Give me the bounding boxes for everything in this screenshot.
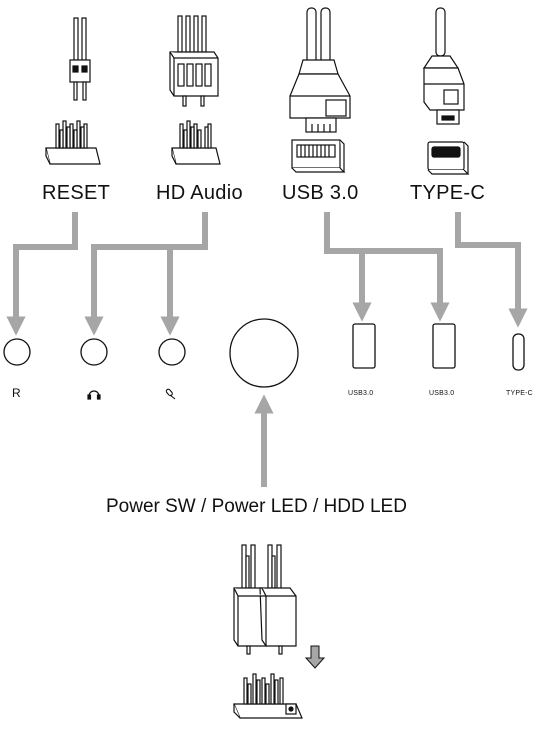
hd-audio-header-icon	[171, 120, 221, 165]
mic-jack-port	[158, 338, 186, 366]
reset-header-icon	[45, 120, 101, 165]
usb3-connector-label: USB 3.0	[282, 182, 359, 204]
typec-port	[512, 333, 525, 371]
usb-port-1	[352, 323, 376, 369]
headphone-icon	[87, 390, 101, 400]
power-led-header-icon	[233, 673, 303, 719]
usb3-plug-icon	[289, 7, 351, 133]
hd-audio-connector-label: HD Audio	[156, 182, 243, 204]
headphone-jack-port	[80, 338, 108, 366]
reset-route-arrow	[6, 212, 78, 336]
usb-port-2	[432, 323, 456, 369]
usb-port-1-label: USB3.0	[348, 390, 374, 397]
front-panel-ports	[3, 318, 525, 388]
usb3-header-icon	[291, 139, 346, 173]
power-led-plug-icon	[233, 544, 297, 655]
reset-button-port	[3, 338, 31, 366]
usb-route-arrow-2	[362, 248, 450, 322]
reset-plug-icon	[69, 17, 91, 101]
plug-in-arrow	[304, 645, 326, 669]
typec-connector-label: TYPE-C	[410, 182, 486, 204]
reset-connector-label: RESET	[42, 182, 111, 204]
usb-port-2-label: USB3.0	[429, 390, 455, 397]
headphone-route-arrow	[84, 212, 208, 336]
usb-route-arrow-1	[324, 212, 372, 322]
typec-port-label: TYPE-C	[506, 390, 533, 397]
reset-port-label: R	[12, 386, 21, 400]
microphone-icon	[165, 388, 176, 400]
typec-header-icon	[427, 141, 470, 175]
power-button-port	[229, 318, 299, 388]
typec-plug-icon	[422, 7, 465, 125]
hd-audio-plug-icon	[169, 15, 219, 107]
typec-route-arrow	[455, 212, 528, 328]
power-led-title: Power SW / Power LED / HDD LED	[106, 496, 407, 517]
routing-arrows	[6, 212, 528, 487]
